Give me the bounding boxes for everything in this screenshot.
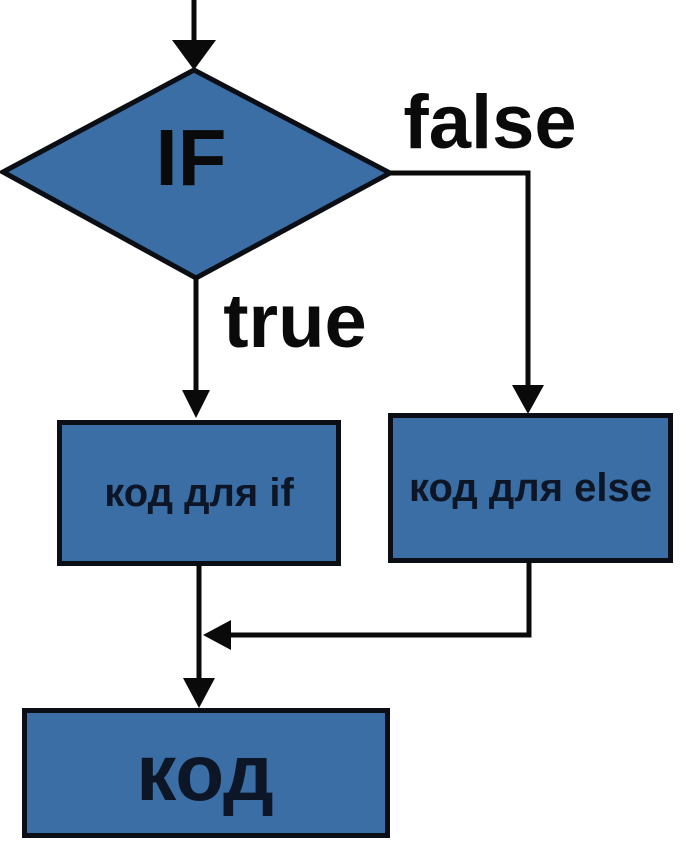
decision-label: IF [155,113,227,202]
if-box [57,420,341,566]
entry-arrowhead-icon [172,40,216,70]
merge-left-arrowhead-icon [203,620,231,650]
false-edge-label: false [403,80,577,165]
true-edge-label: true [223,279,367,364]
true-arrowhead-icon [182,390,210,418]
if-box-label: код для if [104,471,294,515]
end-box-label: код [136,728,274,817]
false-branch-line [390,170,531,388]
else-merge-line [231,561,532,638]
else-box [388,413,673,563]
end-arrowhead-icon [183,678,215,708]
false-arrowhead-icon [512,385,544,414]
end-box [22,708,390,838]
else-box-label: код для else [408,466,652,510]
